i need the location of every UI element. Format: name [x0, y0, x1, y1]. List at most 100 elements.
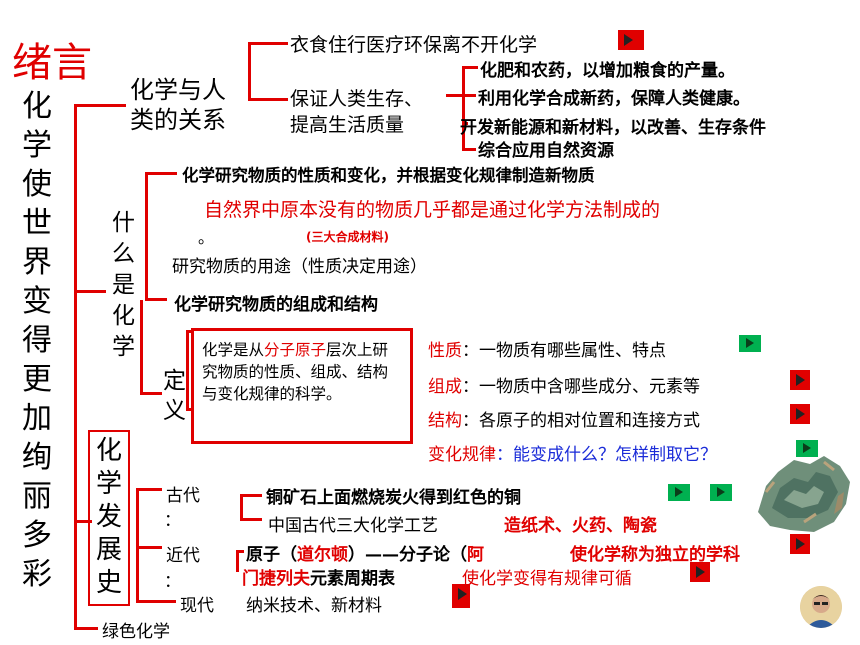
- def-bracket-hline-top: [186, 330, 194, 333]
- what-to-def-vline: [140, 300, 143, 394]
- main-to-history-line: [74, 520, 92, 523]
- play-button[interactable]: [796, 440, 818, 457]
- what-hline-1: [145, 172, 177, 175]
- play-button[interactable]: [618, 30, 644, 50]
- def-char: 义: [163, 398, 186, 424]
- def-bracket-vline: [186, 330, 189, 410]
- sub-hline-2: [446, 94, 476, 97]
- what-char: 化: [112, 303, 135, 329]
- main-char: 得: [22, 323, 52, 358]
- main-char: 学: [22, 128, 52, 163]
- main-bracket-vline: [74, 104, 77, 630]
- play-button[interactable]: [690, 562, 710, 582]
- main-to-green-line: [74, 627, 98, 630]
- main-vertical-title: 化 学 使 世 界 变 得 更 加 绚 丽 多 彩: [22, 92, 52, 599]
- definition-text-c: 层次上研究物质的性质、组成、结构与变化规律的科学。: [202, 341, 389, 403]
- relation-sub-4: 综合应用自然资源: [478, 141, 614, 161]
- what-note: (三大合成材料): [306, 230, 389, 244]
- modern-item-2: 门捷列夫元素周期表: [242, 564, 395, 589]
- history-char: 展: [96, 535, 123, 565]
- what-item-3: 研究物质的用途（性质决定用途）: [172, 257, 427, 277]
- what-to-def-hline: [140, 392, 162, 395]
- relation-bracket-vline: [248, 42, 251, 100]
- relation-label-line2: 类的关系: [130, 106, 226, 134]
- relation-item-2-line1: 保证人类生存、: [290, 88, 424, 110]
- history-bracket-vline: [136, 488, 139, 602]
- portrait-avatar: [800, 586, 842, 628]
- change-law-value: ：能变成什么？怎样制取它？: [496, 445, 717, 465]
- change-law-key: 变化规律: [428, 445, 496, 465]
- ancient-bracket-vline: [240, 494, 243, 520]
- ancient-colon: ：: [164, 511, 181, 531]
- main-to-relation-line: [74, 104, 126, 107]
- sub-bracket-vline: [462, 66, 465, 150]
- modern-label: 近代: [166, 546, 200, 566]
- what-char: 学: [112, 334, 135, 360]
- what-char: 么: [112, 241, 135, 267]
- structure-row: 结构：各原子的相对位置和连接方式: [428, 406, 700, 431]
- history-label-box: 化 学 发 展 史: [88, 430, 130, 606]
- relation-bottom-hline: [248, 98, 288, 101]
- sub-hline-4: [462, 148, 476, 151]
- play-button[interactable]: [710, 484, 732, 501]
- ancient-label: 古代: [166, 486, 200, 506]
- main-char: 变: [22, 284, 52, 319]
- history-hline-1: [136, 488, 162, 491]
- main-char: 更: [22, 362, 52, 397]
- play-button[interactable]: [452, 584, 470, 608]
- copper-ore-image: [754, 452, 854, 536]
- composition-value: ：一物质中含哪些成分、元素等: [462, 377, 700, 397]
- what-char: 是: [112, 272, 135, 298]
- dalton: 道尔顿: [297, 545, 348, 565]
- green-chemistry: 绿色化学: [102, 622, 170, 642]
- ancient-item-1: 铜矿石上面燃烧炭火得到红色的铜: [266, 488, 521, 508]
- composition-row: 组成：一物质中含哪些成分、元素等: [428, 372, 700, 397]
- play-button[interactable]: [790, 534, 810, 554]
- main-char: 世: [22, 206, 52, 241]
- play-button[interactable]: [739, 335, 761, 352]
- what-char: 什: [112, 210, 135, 236]
- history-char: 发: [96, 502, 123, 532]
- definition-box: 化学是从分子原子层次上研究物质的性质、组成、结构与变化规律的科学。: [191, 328, 413, 444]
- relation-item-1: 衣食住行医疗环保离不开化学: [290, 34, 538, 56]
- play-button[interactable]: [790, 370, 810, 390]
- mendeleev: 门捷列夫: [242, 569, 310, 589]
- property-key: 性质: [428, 341, 462, 361]
- structure-value: ：各原子的相对位置和连接方式: [462, 411, 700, 431]
- sub-hline-1: [462, 66, 478, 69]
- relation-top-hline: [248, 42, 288, 45]
- history-char: 化: [96, 436, 123, 466]
- modern-bracket-vline: [236, 550, 239, 572]
- composition-key: 组成: [428, 377, 462, 397]
- main-char: 彩: [22, 557, 52, 592]
- what-item-2-tail: 。: [198, 228, 215, 247]
- current-item: 纳米技术、新材料: [246, 596, 382, 616]
- what-item-4: 化学研究物质的组成和结构: [174, 295, 378, 315]
- structure-key: 结构: [428, 411, 462, 431]
- modern-molecule: ）——分子论（: [348, 545, 467, 565]
- what-vertical-label: 什 么 是 化 学: [112, 212, 135, 367]
- current-label: 现代: [180, 596, 214, 616]
- change-law-row: 变化规律：能变成什么？怎样制取它？: [428, 440, 717, 465]
- modern-item-1: 原子（道尔顿）——分子论（阿: [246, 540, 484, 565]
- history-char: 学: [96, 469, 123, 499]
- main-char: 丽: [22, 479, 52, 514]
- property-value: ：一物质有哪些属性、特点: [462, 341, 666, 361]
- modern-colon: ：: [164, 572, 181, 592]
- ancient-hline-2: [240, 518, 262, 521]
- relation-sub-2: 利用化学合成新药，保障人类健康。: [478, 89, 750, 109]
- def-bracket-hline-bottom: [186, 408, 194, 411]
- sub-hline-3: [462, 122, 468, 125]
- definition-label: 定 义: [163, 370, 186, 430]
- ancient-hline-1: [240, 494, 262, 497]
- modern-hline-1: [236, 550, 244, 553]
- periodic-table: 元素周期表: [310, 569, 395, 589]
- play-button[interactable]: [790, 404, 810, 424]
- avogadro-part: 阿: [467, 545, 484, 565]
- play-button[interactable]: [668, 484, 690, 501]
- main-char: 界: [22, 245, 52, 280]
- main-char: 加: [22, 401, 52, 436]
- what-hline-2: [145, 298, 167, 301]
- main-to-what-line: [74, 290, 106, 293]
- main-char: 绚: [22, 440, 52, 475]
